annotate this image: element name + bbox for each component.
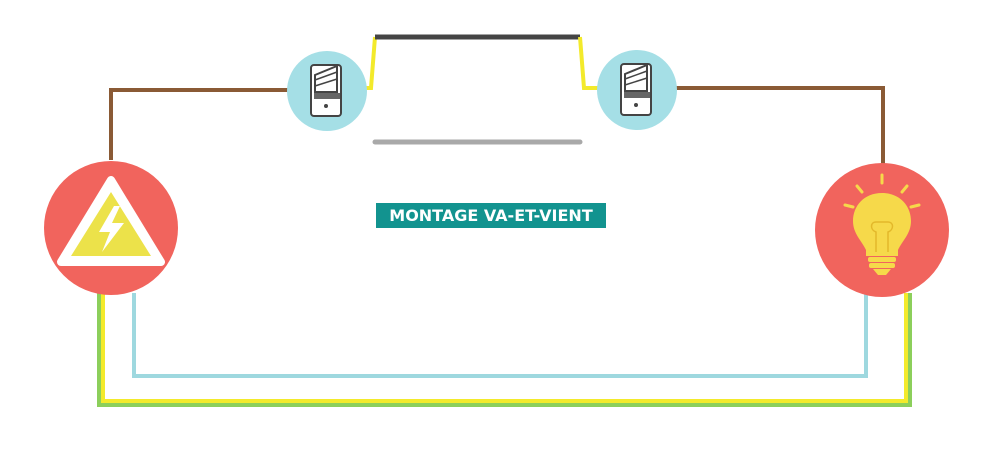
traveler-wire-top [366,34,600,90]
switch-left [287,51,367,131]
neutral-wire [132,293,868,378]
two-way-switch-icon [310,64,342,117]
lamp [815,163,949,297]
diagram-title: MONTAGE VA-ET-VIENT [376,203,606,228]
earth-wire [97,293,912,407]
switch-right [597,50,677,130]
two-way-switch-icon [620,63,652,116]
phase-wire-source [109,88,290,160]
phase-wire-lamp [672,86,885,165]
light-bulb-icon [843,173,921,275]
power-source [44,161,178,295]
high-voltage-warning-icon [57,176,165,266]
